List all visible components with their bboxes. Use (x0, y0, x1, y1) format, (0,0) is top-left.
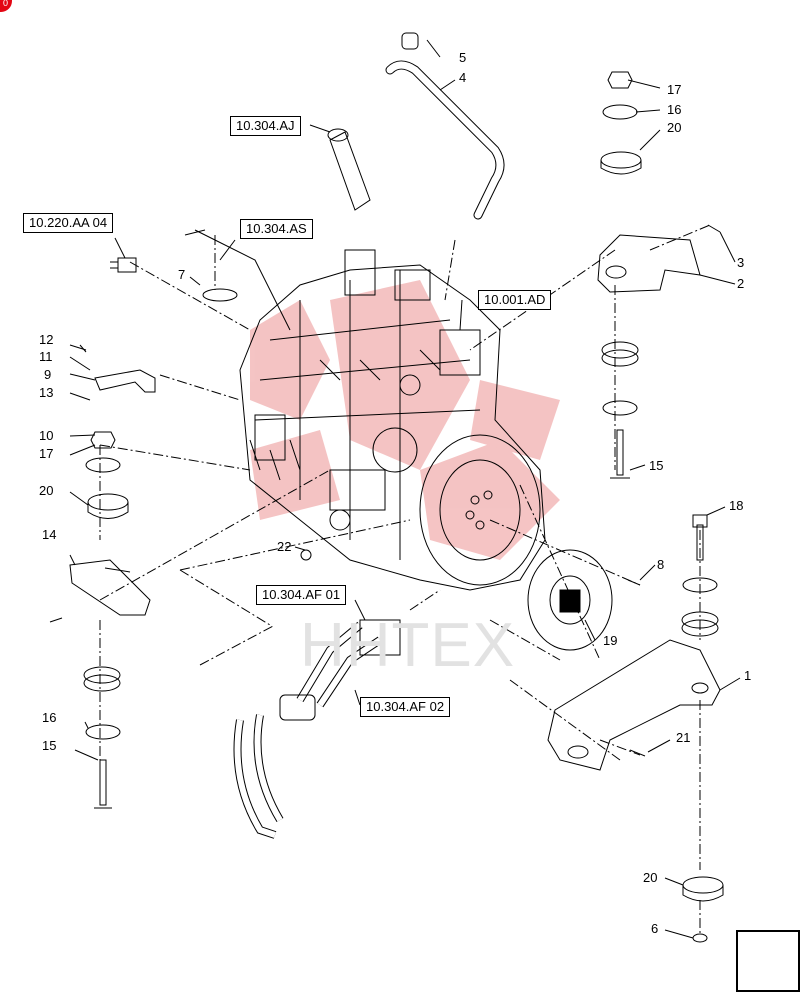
watermark-logo-icon (250, 280, 560, 560)
part-number-15: 15 (649, 458, 664, 473)
flex-plate-icon (527, 549, 613, 651)
part-number-8: 8 (657, 557, 665, 572)
part-number-12: 12 (39, 332, 54, 347)
next-page-button[interactable] (736, 930, 800, 992)
leader-lines (99, 224, 711, 935)
part-number-7: 7 (178, 267, 186, 282)
dipstick-icon (184, 229, 291, 331)
part-number-9: 9 (44, 367, 52, 382)
bolt-icon (49, 224, 721, 809)
part-number-4: 4 (459, 70, 467, 85)
ref-10-304-af-01[interactable]: 10.304.AF 01 (256, 585, 347, 605)
part-number-6: 6 (651, 921, 659, 936)
ref-10-304-aj[interactable]: 10.304.AJ (230, 116, 301, 136)
part-number-16-left: 16 (42, 710, 57, 725)
part-number-14: 14 (42, 527, 57, 542)
bracket-icon (94, 369, 156, 393)
washer-icon (85, 104, 718, 740)
part-number-18: 18 (729, 498, 744, 513)
sensor-icon (110, 257, 137, 273)
part-number-17-left: 17 (39, 446, 54, 461)
callout-leaders (69, 39, 741, 939)
part-number-1: 1 (744, 668, 752, 683)
part-number-5: 5 (459, 50, 467, 65)
part-number-10: 10 (39, 428, 54, 443)
part-number-20-bottom: 20 (643, 870, 658, 885)
rubber-pad-icon (83, 341, 719, 692)
ref-10-001-ad[interactable]: 10.001.AD (478, 290, 552, 310)
part-number-20-left: 20 (39, 483, 54, 498)
engine-assembly-icon (239, 249, 546, 591)
nut-icon (90, 71, 708, 943)
part-number-20: 20 (667, 120, 682, 135)
part-number-16: 16 (667, 102, 682, 117)
bracket-icon (69, 559, 151, 616)
part-number-11: 11 (39, 349, 53, 364)
bracket-icon (597, 234, 701, 293)
hydraulic-hose-icon (233, 619, 401, 839)
hose-icon (385, 32, 505, 220)
bracket-icon (547, 639, 721, 771)
intake-pipe-icon (327, 128, 371, 211)
part-number-15-left: 15 (42, 738, 57, 753)
part-number-19: 19 (603, 633, 618, 648)
ref-10-220-aa-04[interactable]: 10.220.AA 04 (23, 213, 114, 233)
part-number-17: 17 (667, 82, 682, 97)
part-number-22: 22 (277, 539, 292, 554)
part-number-3: 3 (737, 255, 745, 270)
part-number-2: 2 (737, 276, 745, 291)
part-number-13: 13 (39, 385, 54, 400)
ref-10-304-af-02[interactable]: 10.304.AF 02 (360, 697, 451, 717)
isolator-icon (87, 151, 724, 902)
part-number-21: 21 (676, 730, 691, 745)
watermark-text: HHTEX (300, 611, 516, 680)
flywheel-icon (419, 434, 541, 586)
ref-10-304-as[interactable]: 10.304.AS (240, 219, 313, 239)
